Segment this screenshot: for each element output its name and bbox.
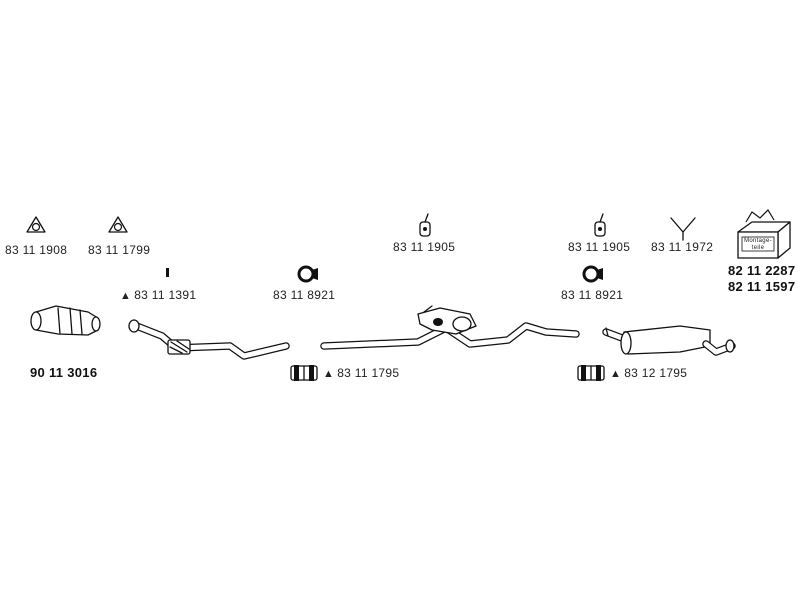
kit-number-1: 82 11 2287 xyxy=(728,263,796,278)
y-bracket-icon xyxy=(670,217,696,241)
clamp-2-number: 83 12 1795 xyxy=(624,366,688,380)
part-number-gasket-1: 83 11 1908 xyxy=(5,243,68,257)
rubber-hanger-icon xyxy=(419,213,431,237)
pipe-clamp-icon xyxy=(290,365,318,381)
part-number-gasket-2: 83 11 1799 xyxy=(88,243,151,257)
part-number-clamp-ring-2: 83 11 8921 xyxy=(561,288,624,302)
part-number-small-gasket: ▲83 11 1391 xyxy=(120,288,196,302)
small-gasket-icon xyxy=(166,268,169,277)
warning-triangle-icon: ▲ xyxy=(323,368,335,380)
part-number-clamp-ring-1: 83 11 8921 xyxy=(273,288,336,302)
small-gasket-number: 83 11 1391 xyxy=(134,288,197,302)
part-number-hanger-2: 83 11 1905 xyxy=(568,240,631,254)
gasket-icon xyxy=(108,216,128,233)
clamp-ring-icon xyxy=(297,265,318,283)
rear-silencer-icon xyxy=(602,325,736,356)
gasket-icon xyxy=(26,216,46,233)
part-number-y-bracket: 83 11 1972 xyxy=(651,240,714,254)
catalytic-converter-icon xyxy=(30,305,101,336)
part-number-clamp-1: ▲83 11 1795 xyxy=(323,366,399,380)
kit-box-label: Montage-teile xyxy=(744,238,772,251)
clamp-ring-icon xyxy=(582,265,603,283)
part-number-catalyst: 90 11 3016 xyxy=(30,365,98,380)
kit-number-2: 82 11 1597 xyxy=(728,279,796,294)
part-number-hanger-1: 83 11 1905 xyxy=(393,240,456,254)
warning-triangle-icon: ▲ xyxy=(610,368,622,380)
rubber-hanger-icon xyxy=(594,213,606,237)
mounting-kit-box-icon xyxy=(737,209,791,259)
clamp-1-number: 83 11 1795 xyxy=(337,366,400,380)
part-number-clamp-2: ▲83 12 1795 xyxy=(610,366,687,380)
front-pipe-icon xyxy=(128,319,290,360)
warning-triangle-icon: ▲ xyxy=(120,290,132,302)
pipe-clamp-icon xyxy=(577,365,605,381)
center-silencer-icon xyxy=(320,305,580,350)
